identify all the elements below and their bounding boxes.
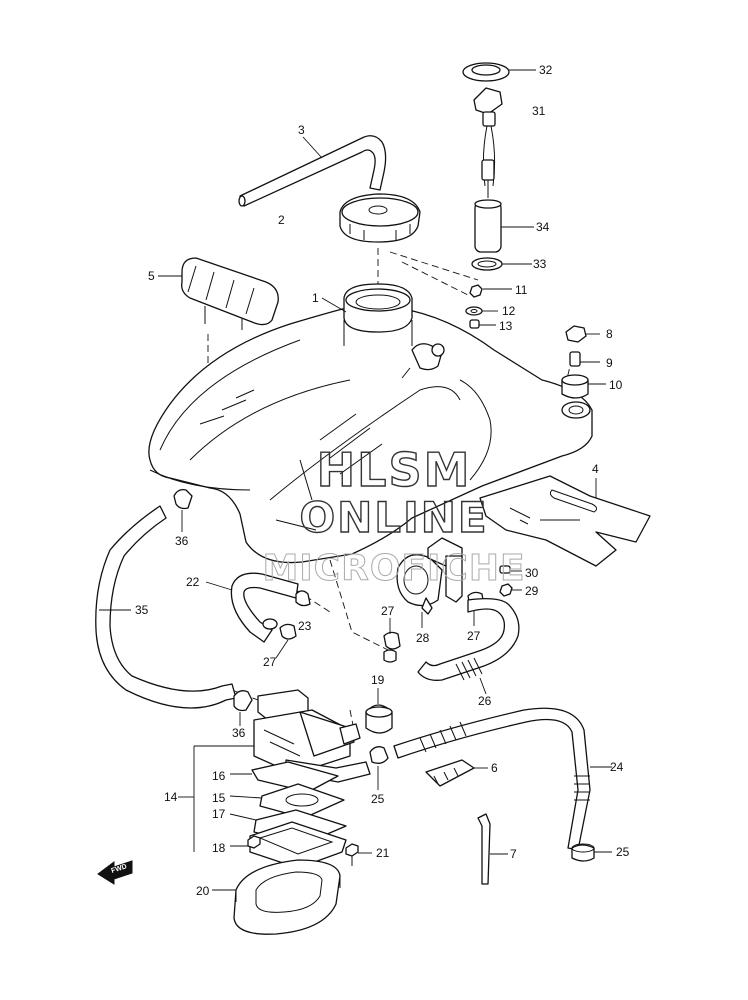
- watermark-line1: HLSM: [317, 443, 472, 497]
- part-36-clamp-lower: [233, 690, 253, 726]
- part-25-clamp-right: [571, 843, 612, 862]
- callout-19: 19: [371, 673, 385, 687]
- part-31-fuel-gauge-unit: [473, 87, 503, 198]
- part-12-washer: [465, 306, 498, 316]
- callout-5: 5: [148, 269, 155, 283]
- callout-8: 8: [606, 327, 613, 341]
- part-8-bolt: [565, 325, 600, 343]
- callout-32: 32: [539, 63, 553, 77]
- callout-15: 15: [212, 791, 226, 805]
- part-35-hose: [95, 505, 237, 709]
- callout-12: 12: [502, 304, 516, 318]
- callout-24: 24: [610, 760, 624, 774]
- callout-11: 11: [515, 283, 528, 297]
- part-9-collar: [569, 351, 600, 367]
- callout-7: 7: [510, 847, 517, 861]
- part-10-cushion: [561, 374, 606, 399]
- callout-2: 2: [278, 213, 285, 227]
- part-22-hose: [205, 572, 299, 643]
- part-34-float: [474, 199, 534, 253]
- callout-33: 33: [533, 257, 547, 271]
- part-4-heat-shield: [479, 475, 651, 567]
- callout-9: 9: [606, 356, 613, 370]
- callout-23: 23: [298, 619, 312, 633]
- callout-14: 14: [164, 790, 178, 804]
- part-6-cushion: [425, 759, 488, 787]
- callout-25-right: 25: [616, 845, 630, 859]
- part-25-clamp-left: [369, 746, 389, 790]
- part-29-screw: [499, 583, 522, 597]
- part-30-screw: [499, 565, 522, 574]
- part-5-cushion: [158, 257, 279, 330]
- watermark-line3: MICROFICHE: [262, 548, 525, 589]
- watermark-line2: ONLINE: [299, 493, 488, 542]
- part-1-fuel-tank: [148, 283, 593, 564]
- part-27-clamp-left: [275, 639, 289, 659]
- callout-4: 4: [592, 462, 599, 476]
- part-24-hose: [393, 707, 612, 851]
- part-14-fuel-pump: [178, 689, 371, 852]
- part-13-collar: [469, 319, 496, 329]
- callout-20: 20: [196, 884, 210, 898]
- part-15-diaphragm: [229, 783, 345, 819]
- callout-28: 28: [416, 631, 430, 645]
- callout-18: 18: [212, 841, 226, 855]
- callout-31: 31: [532, 104, 546, 118]
- callout-27-right: 27: [467, 629, 481, 643]
- part-26-hose: [417, 598, 520, 695]
- callout-26: 26: [478, 694, 492, 708]
- callout-29: 29: [525, 584, 539, 598]
- callout-27-center: 27: [381, 604, 395, 618]
- part-19-cap: [365, 688, 393, 734]
- part-20-bracket: [212, 859, 341, 935]
- part-3-breather-hose: [238, 135, 387, 207]
- callout-36-upper: 36: [175, 534, 189, 548]
- callout-16: 16: [212, 769, 226, 783]
- part-27-clamp-center: [383, 618, 401, 663]
- part-33-o-ring: [471, 257, 532, 271]
- callout-35: 35: [135, 603, 149, 617]
- fwd-label: FWD: [110, 863, 127, 875]
- part-23-clamp: [279, 590, 311, 640]
- callout-27-left: 27: [263, 655, 277, 669]
- callout-36-lower: 36: [232, 726, 246, 740]
- callout-labels: 32 31 3 34 2 33 5 11 1 12 13 8 9 10 4 36…: [135, 63, 630, 898]
- watermark: MICROFICHE HLSM ONLINE: [262, 442, 525, 589]
- callout-34: 34: [536, 220, 550, 234]
- part-36-clamp-upper: [173, 488, 193, 532]
- callout-25-left: 25: [371, 792, 385, 806]
- callout-17: 17: [212, 807, 226, 821]
- callout-6: 6: [491, 761, 498, 775]
- callout-22: 22: [186, 575, 200, 589]
- callout-10: 10: [609, 378, 623, 392]
- part-7-cable-tie: [477, 813, 508, 885]
- callout-21: 21: [376, 846, 390, 860]
- part-32-gasket: [462, 62, 536, 82]
- part-2-fuel-cap: [339, 193, 421, 243]
- part-11-screw: [469, 284, 512, 298]
- part-18-cover: [230, 821, 347, 869]
- callout-1: 1: [312, 291, 319, 305]
- part-16-gasket: [230, 761, 339, 793]
- part-21-screw: [247, 835, 372, 866]
- callout-3: 3: [298, 123, 305, 137]
- callout-13: 13: [499, 319, 513, 333]
- forward-direction-arrow: FWD: [97, 860, 133, 885]
- callout-30: 30: [525, 566, 539, 580]
- part-28-fuel-cock: [396, 537, 463, 628]
